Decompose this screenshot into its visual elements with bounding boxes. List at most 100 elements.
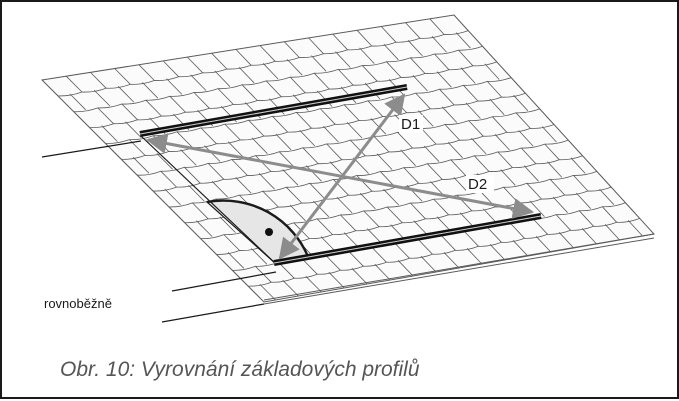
tile-joint-line: [338, 69, 354, 86]
tile-joint-line: [549, 179, 565, 196]
tile-joint-line: [169, 96, 186, 113]
tile-joint-line: [412, 75, 428, 92]
tile-joint-line: [284, 41, 300, 58]
tile-joint-line: [328, 271, 345, 289]
tile-joint-line: [532, 218, 548, 235]
tile-joint-line: [211, 52, 228, 70]
tile-course-line: [57, 30, 469, 97]
diagonal-d2-label: D2: [468, 176, 487, 193]
angle-dot: [265, 228, 273, 236]
tile-joint-line: [196, 220, 213, 237]
tile-joint-line: [443, 252, 460, 269]
tile-joint-line: [405, 22, 421, 39]
tile-joint-line: [455, 32, 471, 49]
tile-joint-line: [311, 55, 327, 72]
tile-joint-line: [42, 79, 59, 97]
tile-joint-line: [509, 222, 525, 239]
tile-joint-line: [265, 80, 282, 97]
tile-joint-line: [441, 106, 458, 123]
tile-joint-line: [301, 258, 318, 275]
tile-joint-line: [489, 244, 506, 261]
tile-joint-line: [431, 36, 447, 53]
tile-joint-line: [305, 275, 322, 293]
tile-joint-line: [374, 263, 391, 281]
tile-joint-line: [138, 64, 155, 81]
tile-joint-line: [259, 283, 276, 301]
tile-joint-line: [581, 228, 597, 245]
tile-joint-line: [558, 232, 574, 249]
tile-joint-line: [573, 175, 589, 192]
tile-joint-line: [417, 238, 433, 255]
tile-joint-line: [487, 81, 502, 98]
figure-caption: Obr. 10: Vyrovnání základových profilů: [60, 358, 420, 381]
tile-joint-line: [466, 248, 483, 265]
tile-joint-line: [420, 255, 437, 273]
tile-joint-line: [117, 86, 135, 103]
tile-joint-line: [515, 112, 531, 129]
tile-joint-line: [627, 220, 643, 237]
tile-joint-line: [541, 126, 557, 143]
tile-joint-line: [142, 82, 159, 99]
roof-tile-field: [40, 14, 655, 303]
tile-joint-line: [217, 88, 234, 105]
tile-joint-line: [460, 67, 476, 84]
tile-joint-line: [604, 224, 620, 241]
tile-joint-line: [429, 18, 445, 35]
tile-joint-line: [166, 78, 183, 95]
tile-joint-line: [223, 234, 240, 251]
tile-joint-line: [73, 111, 90, 128]
tile-joint-line: [576, 192, 591, 209]
tile-joint-line: [492, 116, 508, 133]
tile-joint-line: [121, 103, 138, 121]
tile-joint-line: [187, 56, 203, 74]
tile-joint-line: [547, 161, 563, 178]
tile-joint-line: [407, 39, 423, 57]
tile-joint-line: [251, 248, 268, 265]
tile-joint-line: [114, 68, 131, 85]
tile-joint-line: [484, 63, 500, 80]
diagonal-d1-label: D1: [401, 116, 420, 133]
tile-joint-line: [463, 85, 479, 102]
tile-joint-line: [625, 202, 640, 219]
tile-joint-line: [69, 93, 86, 111]
tile-joint-line: [362, 65, 378, 82]
diagonal-d2-arrow: [145, 133, 535, 219]
tile-joint-line: [93, 89, 111, 107]
tile-joint-line: [90, 72, 107, 89]
tile-joint-line: [552, 196, 568, 213]
tile-joint-line: [101, 125, 118, 142]
tile-course-line: [73, 45, 483, 113]
tile-joint-line: [241, 84, 258, 101]
tile-joint-line: [410, 57, 426, 74]
tile-joint-line: [238, 66, 255, 84]
bottom-edge-profile: [263, 233, 655, 305]
tile-joint-line: [415, 92, 431, 110]
d1-label-bg: [399, 115, 423, 133]
tile-joint-line: [418, 110, 434, 127]
tile-joint-line: [356, 30, 372, 47]
tile-joint-line: [535, 236, 552, 253]
tile-joint-line: [219, 216, 236, 233]
tile-joint-line: [335, 51, 351, 68]
diagonal-arrows: [145, 93, 535, 260]
tile-joint-line: [544, 143, 560, 160]
tile-joint-line: [200, 238, 217, 255]
tile-joint-line: [436, 71, 452, 88]
tile-joint-line: [286, 59, 303, 76]
tile-joint-line: [570, 157, 586, 174]
tile-joint-line: [235, 49, 252, 66]
tile-joint-line: [386, 61, 402, 78]
parallel-label: rovnoběžně: [44, 296, 112, 311]
tile-joint-line: [439, 88, 455, 106]
tile-joint-line: [602, 206, 617, 223]
tile-joint-line: [282, 279, 299, 297]
tile-joint-line: [332, 33, 348, 51]
tile-joint-line: [125, 121, 142, 138]
tile-joint-line: [313, 72, 330, 90]
tile-joint-line: [162, 60, 179, 77]
tile-joint-line: [486, 226, 502, 243]
tile-joint-line: [262, 63, 279, 80]
tile-joint-line: [227, 252, 245, 269]
tile-joint-line: [289, 76, 306, 94]
